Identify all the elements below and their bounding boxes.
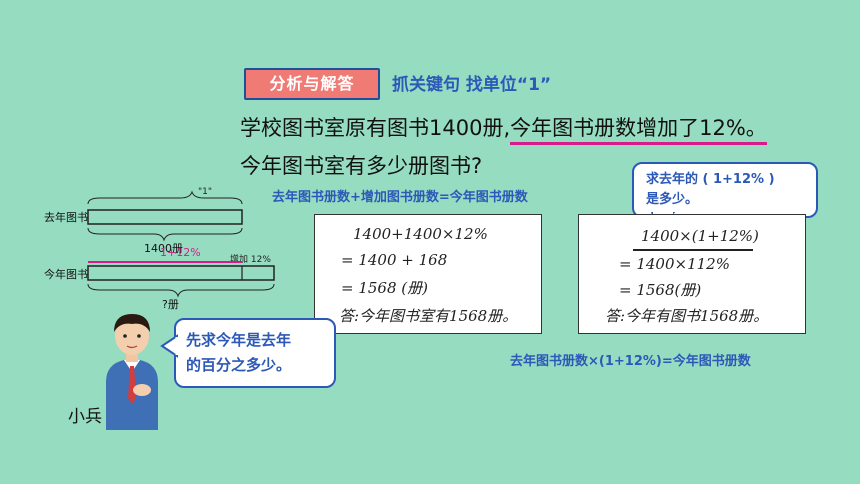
row1-value: 1400册 [144,242,183,255]
solution-card-1: 1400+1400×12% = 1400 + 168 = 1568 (册) 答:… [314,214,542,334]
problem-line-1: 学校图书室原有图书1400册,今年图书册数增加了12%。 [240,112,767,145]
solution1-step-3: = 1568 (册) [341,279,428,297]
solution1-answer: 答:今年图书室有1568册。 [339,307,518,325]
formula-2: 去年图书册数×(1+12%)=今年图书册数 [510,354,751,369]
speech-bubble-pointer [160,334,178,358]
character-name: 小兵 [68,407,102,427]
solution2-step-1: 1400×(1+12%) [641,227,759,245]
solution2-answer: 答:今年有图书1568册。 [605,307,769,325]
segment-diagram: "1" 去年图书 1400册 1+12% 增加 12% 今年图书 ?册 [44,187,275,310]
solution1-step-1: 1400+1400×12% [353,225,488,243]
solution-card-2: 1400×(1+12%) = 1400×112% = 1568(册) 答:今年有… [578,214,806,334]
solution2-step-2: = 1400×112% [619,255,730,273]
problem-key-sentence: 今年图书册数增加了12%。 [510,116,767,145]
increase-label: 增加 12% [230,253,271,265]
row2-value: ?册 [162,298,179,310]
row2-bar [87,265,275,281]
section-tag: 分析与解答 [244,68,380,100]
solution1-step-2: = 1400 + 168 [341,251,448,269]
problem-question: 今年图书室有多少册图书? [240,154,483,178]
hint-text: 求去年的 ( 1+12% ) 是多少。 [646,172,775,207]
solution2-underline [633,249,753,251]
row1-brace [87,227,243,242]
problem-known: 学校图书室原有图书1400册, [240,116,511,140]
formula-1: 去年图书册数+增加图书册数=今年图书册数 [272,190,528,205]
ratio-label: 1+12% [160,246,201,259]
row1-bar [87,209,243,225]
hint-bubble: 求去年的 ( 1+12% ) 是多少。 [632,162,818,218]
section-subtitle: 抓关键句 找单位“1” [392,75,552,95]
row2-label: 今年图书 [44,267,88,281]
unit-one-brace [87,190,243,205]
speech-bubble: 先求今年是去年 的百分之多少。 [174,318,336,388]
boy-illustration [106,314,158,430]
speech-text: 先求今年是去年 的百分之多少。 [186,331,292,374]
solution2-step-3: = 1568(册) [619,281,702,299]
row2-brace [87,283,275,298]
row1-label: 去年图书 [44,210,88,224]
unit-one-mark: "1" [198,187,212,197]
